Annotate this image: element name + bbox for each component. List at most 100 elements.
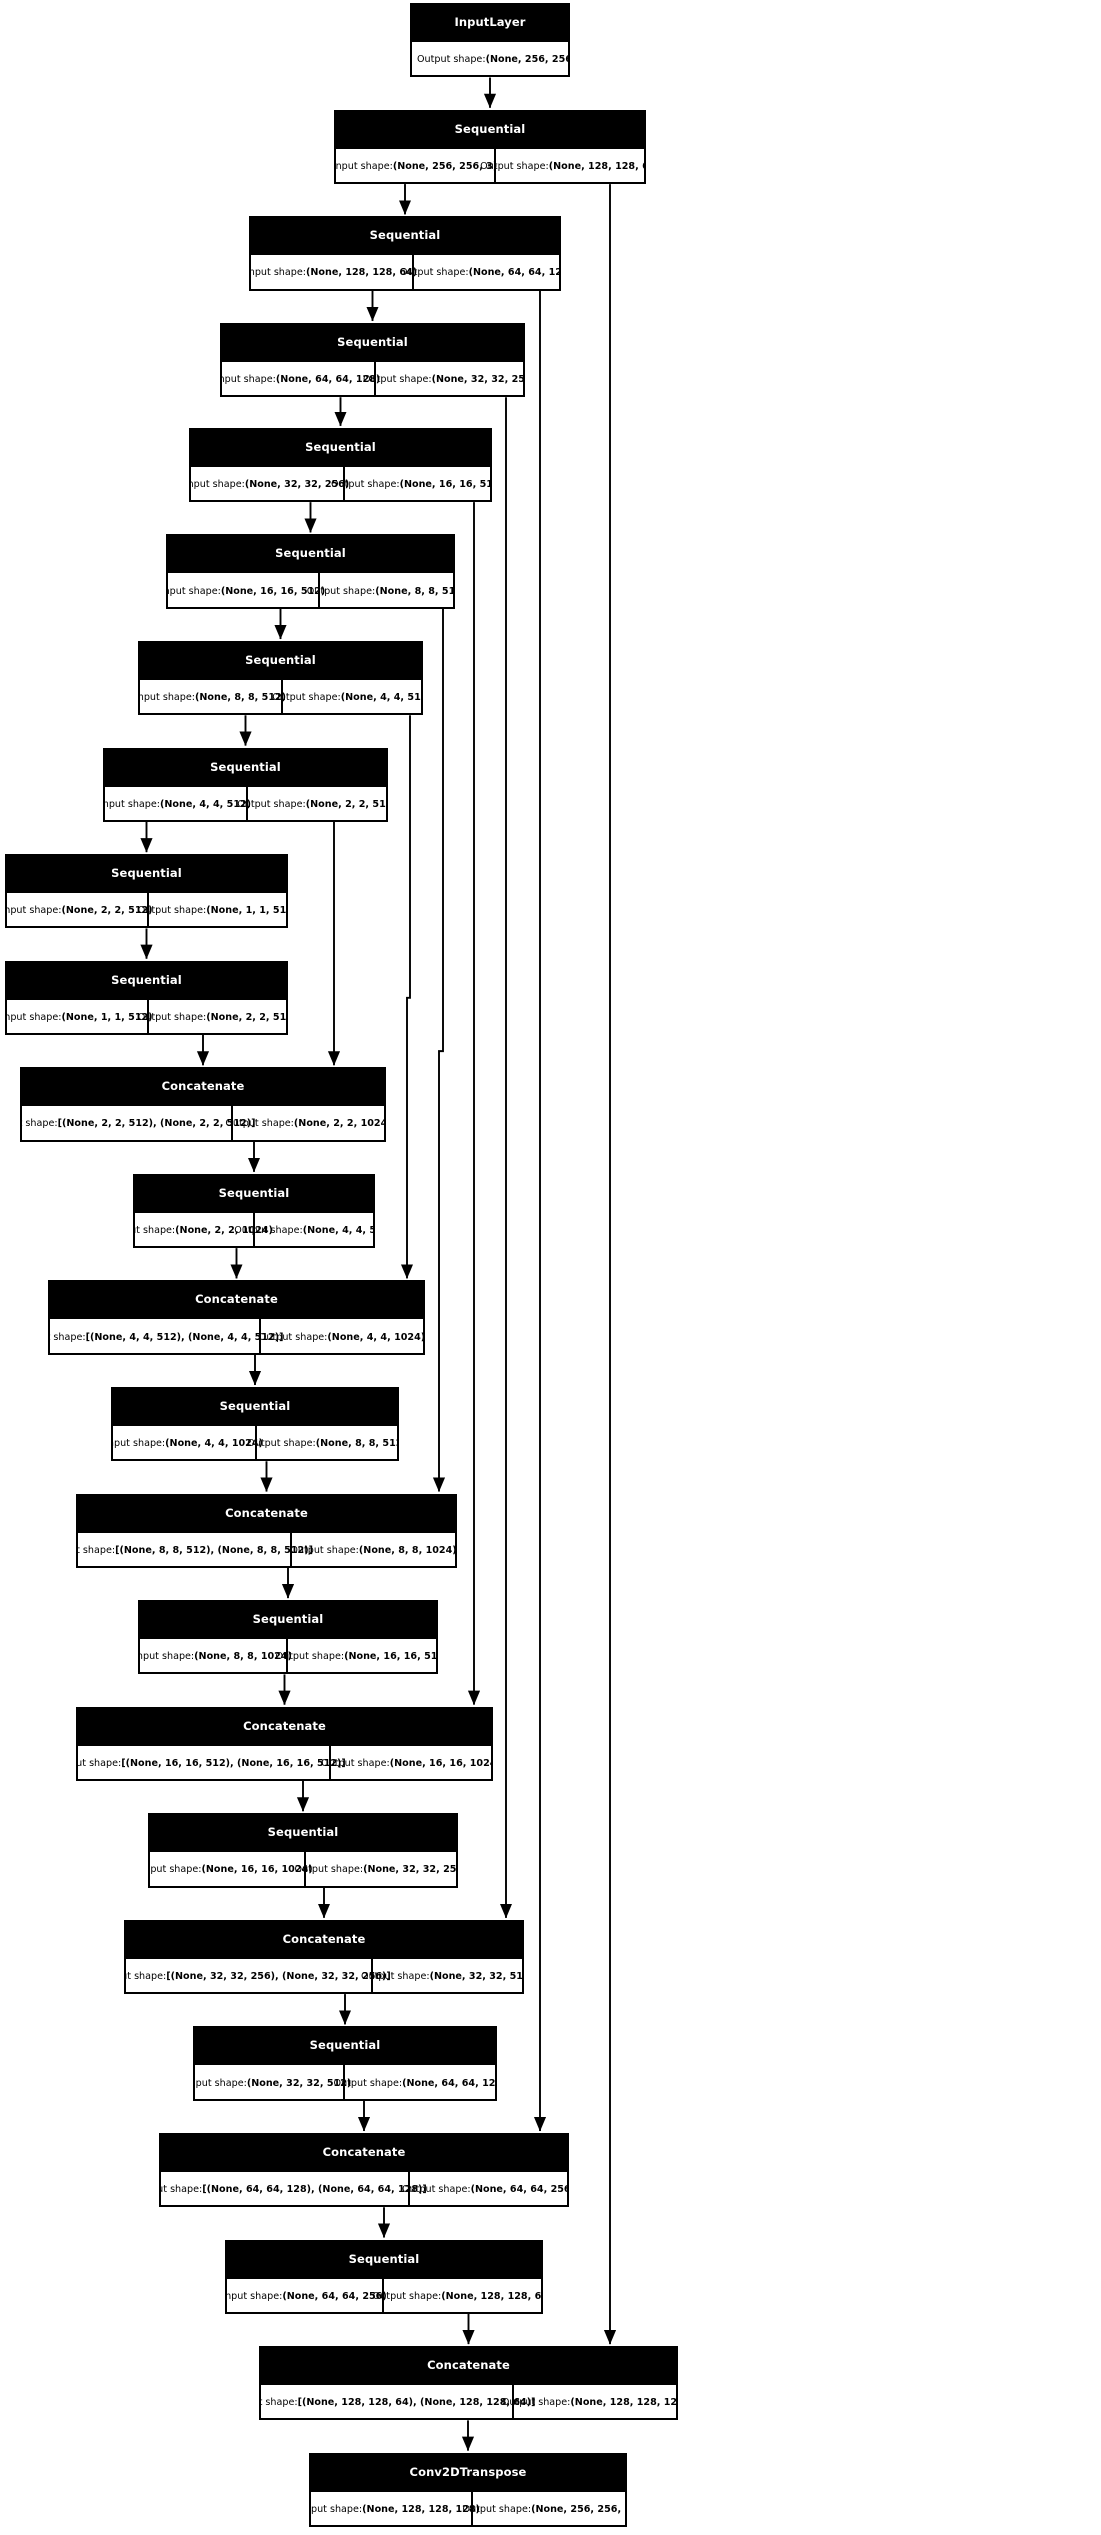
node-title: Concatenate [50, 1282, 423, 1318]
node-output-shape: Output shape: (None, 32, 32, 256) [363, 362, 523, 395]
input-shape-value: (None, 32, 32, 512) [246, 2077, 352, 2089]
node-shape-row: Output shape: (None, 256, 256, 3) [412, 40, 568, 76]
output-shape-value: (None, 128, 128, 64) [441, 2290, 543, 2302]
graph-node-concatenate[interactable]: ConcatenateInput shape: [(None, 32, 32, … [124, 1919, 524, 1995]
node-input-shape: Input shape: (None, 32, 32, 512) [195, 2065, 351, 2099]
graph-node-conv2dtranspose[interactable]: Conv2DTransposeInput shape: (None, 128, … [309, 2452, 627, 2527]
node-title: Sequential [168, 536, 453, 572]
node-input-shape: Input shape: (None, 16, 16, 1024) [150, 1852, 313, 1886]
edge [432, 608, 446, 1492]
input-shape-value: [(None, 2, 2, 512), (None, 2, 2, 512)] [57, 1118, 256, 1130]
output-shape-label: Output shape: [372, 2290, 442, 2302]
node-input-shape: Input shape: (None, 64, 64, 128) [220, 361, 380, 396]
node-title: Sequential [7, 856, 286, 892]
node-output-shape: Output shape: (None, 16, 16, 1024) [321, 1746, 493, 1779]
graph-node-concatenate[interactable]: ConcatenateInput shape: [(None, 4, 4, 51… [48, 1280, 425, 1355]
node-shape-row: Input shape: (None, 4, 4, 512)Output sha… [105, 784, 386, 820]
input-shape-value: (None, 128, 128, 64) [306, 267, 418, 279]
node-title: Sequential [7, 962, 286, 998]
graph-node-concatenate[interactable]: ConcatenateInput shape: [(None, 8, 8, 51… [76, 1493, 457, 1568]
input-shape-value: (None, 64, 64, 128) [275, 374, 381, 386]
output-shape-label: Output shape: [480, 160, 549, 172]
input-shape-label: Input shape: [161, 2184, 203, 2196]
node-input-shape: Input shape: (None, 128, 128, 64) [251, 255, 418, 289]
input-shape-value: [(None, 4, 4, 512), (None, 4, 4, 512)] [85, 1331, 284, 1343]
node-shape-row: Input shape: (None, 64, 64, 256)Output s… [227, 2276, 543, 2312]
graph-node-concatenate[interactable]: ConcatenateInput shape: [(None, 16, 16, … [76, 1706, 493, 1781]
node-output-shape: Output shape: (None, 4, 4, 512) [234, 1213, 373, 1246]
input-shape-value: (None, 64, 64, 256) [282, 2290, 387, 2302]
output-shape-label: Output shape: [237, 798, 306, 810]
node-output-shape: Output shape: (None, 2, 2, 1024) [225, 1106, 386, 1139]
input-shape-value: (None, 1, 1, 512) [61, 1011, 153, 1023]
input-shape-value: (None, 4, 4, 512) [160, 798, 252, 810]
node-input-shape: Input shape: (None, 2, 2, 1024) [135, 1212, 273, 1247]
node-title: Conv2DTranspose [311, 2454, 625, 2490]
node-input-shape: Input shape: (None, 1, 1, 512) [7, 999, 153, 1033]
input-shape-label: Input shape: [310, 2503, 363, 2515]
input-shape-value: (None, 2, 2, 1024) [175, 1224, 273, 1236]
edge [400, 715, 414, 1279]
node-title: Sequential [191, 429, 490, 465]
output-shape-value: (None, 1, 1, 512) [206, 905, 287, 917]
graph-node-concatenate[interactable]: ConcatenateInput shape: [(None, 128, 128… [259, 2346, 678, 2421]
node-output-shape: Output shape: (None, 64, 64, 128) [400, 255, 561, 288]
graph-node-concatenate[interactable]: ConcatenateInput shape: [(None, 64, 64, … [159, 2132, 569, 2208]
output-shape-label: Output shape: [417, 54, 486, 66]
input-shape-label: Input shape: [220, 374, 276, 386]
node-shape-row: Input shape: (None, 8, 8, 1024)Output sh… [140, 1637, 436, 1673]
input-shape-label: Input shape: [138, 692, 196, 704]
input-shape-value: (None, 8, 8, 512) [195, 692, 287, 704]
input-shape-value: (None, 128, 128, 128) [362, 2503, 480, 2515]
output-shape-value: (None, 8, 8, 512) [375, 585, 455, 597]
input-shape-label: Input shape: [150, 1864, 202, 1876]
node-output-shape: Output shape: (None, 128, 128, 64) [373, 2279, 543, 2312]
input-shape-label: Input shape: [334, 160, 393, 172]
input-shape-value: [(None, 128, 128, 64), (None, 128, 128, … [297, 2397, 536, 2409]
node-output-shape: Output shape: (None, 8, 8, 1024) [290, 1533, 455, 1566]
input-shape-label: Input shape: [111, 1438, 166, 1450]
node-title: Concatenate [78, 1495, 455, 1531]
output-shape-value: (None, 4, 4, 512) [302, 1224, 373, 1236]
output-shape-value: (None, 16, 16, 1024) [389, 1757, 493, 1769]
output-shape-value: (None, 2, 2, 1024) [293, 1118, 386, 1130]
node-input-shape: Input shape: (None, 8, 8, 512) [138, 680, 287, 714]
node-input-shape: Input shape: [(None, 4, 4, 512), (None, … [50, 1319, 283, 1353]
input-shape-label: Input shape: [195, 2077, 247, 2089]
node-input-shape: Input shape: [(None, 8, 8, 512), (None, … [78, 1532, 313, 1566]
node-output-shape: Output shape: (None, 256, 256, 3) [463, 2492, 625, 2525]
output-shape-value: (None, 64, 64, 128) [402, 2077, 497, 2089]
output-shape-label: Output shape: [321, 1757, 390, 1769]
node-input-shape: Input shape: [(None, 2, 2, 512), (None, … [22, 1106, 255, 1140]
node-shape-row: Input shape: [(None, 8, 8, 512), (None, … [78, 1530, 455, 1566]
node-input-shape: Input shape: [(None, 16, 16, 512), (None… [76, 1745, 346, 1779]
output-shape-label: Output shape: [247, 1438, 316, 1450]
graph-node-concatenate[interactable]: ConcatenateInput shape: [(None, 2, 2, 51… [20, 1067, 386, 1142]
node-output-shape: Output shape: (None, 32, 32, 512) [361, 1959, 522, 1992]
output-shape-value: (None, 64, 64, 128) [468, 267, 561, 279]
node-shape-row: Input shape: [(None, 64, 64, 128), (None… [161, 2169, 569, 2206]
input-shape-label: Input shape: [76, 1757, 122, 1769]
output-shape-label: Output shape: [402, 2184, 471, 2196]
output-shape-label: Output shape: [294, 1864, 364, 1876]
node-shape-row: Input shape: (None, 32, 32, 512)Output s… [195, 2063, 497, 2099]
output-shape-value: (None, 64, 64, 256) [470, 2184, 569, 2196]
output-shape-label: Output shape: [225, 1118, 294, 1130]
node-input-shape: Input shape: (None, 4, 4, 1024) [111, 1425, 263, 1460]
